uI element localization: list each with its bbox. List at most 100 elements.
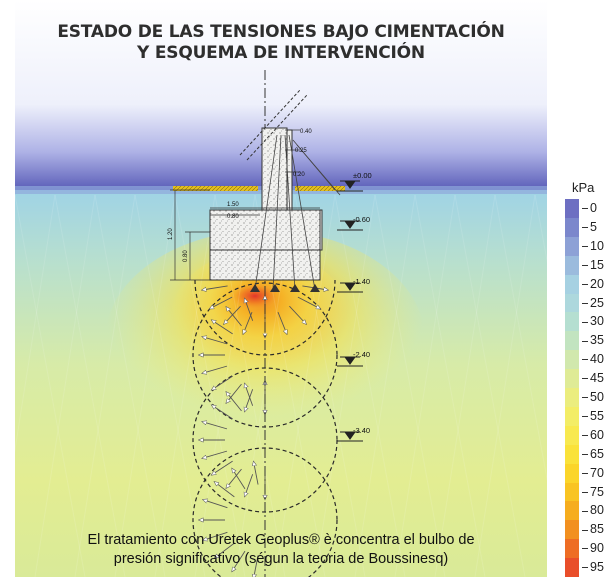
legend-label: 15 xyxy=(582,258,604,272)
soil-strip-left xyxy=(173,186,258,191)
pressure-arrow xyxy=(289,305,306,324)
legend-swatch xyxy=(565,331,579,351)
dimension-lines xyxy=(170,129,320,281)
pressure-arrow xyxy=(232,550,246,571)
pressure-arrow xyxy=(226,307,242,327)
pressure-arrow xyxy=(214,482,235,498)
level-label-3: -2.40 xyxy=(353,350,370,359)
pressure-arrow xyxy=(245,299,254,321)
legend-label: 10 xyxy=(582,239,604,253)
legend-label: 80 xyxy=(582,503,604,517)
legend-swatch xyxy=(565,425,579,446)
level-marker-4 xyxy=(337,431,363,442)
legend-swatch xyxy=(565,255,579,276)
legend-swatch xyxy=(565,444,579,465)
legend-label: 65 xyxy=(582,447,604,461)
dim-wall-mid: 0.25 xyxy=(295,148,307,154)
legend-unit: kPa xyxy=(572,180,595,195)
stress-diagram-panel: ±0.00 -0.60 -1.40 -2.40 -3.40 0.40 0.25 … xyxy=(15,0,547,577)
legend-label: 35 xyxy=(582,333,604,347)
pressure-arrow xyxy=(203,531,228,540)
pressure-arrow xyxy=(245,474,254,496)
legend-swatch xyxy=(565,501,579,521)
pressure-hotspot xyxy=(229,282,281,310)
legend-swatch xyxy=(565,199,579,219)
legend-label: 30 xyxy=(582,314,604,328)
legend-swatch xyxy=(565,236,579,257)
diagram-title: ESTADO DE LAS TENSIONES BAJO CIMENTACIÓN… xyxy=(15,22,547,64)
level-marker-0 xyxy=(337,180,363,192)
dim-step-width: 0.80 xyxy=(227,214,239,220)
legend-label: 90 xyxy=(582,541,604,555)
dim-total-height: 1.20 xyxy=(168,228,174,240)
injection-points xyxy=(250,284,320,292)
level-markers xyxy=(337,180,363,442)
legend-swatch xyxy=(565,406,579,427)
level-marker-2 xyxy=(337,282,363,293)
level-marker-1 xyxy=(337,220,363,231)
legend-swatch xyxy=(565,369,579,389)
legend-label: 45 xyxy=(582,371,604,385)
pressure-arrow xyxy=(297,296,321,309)
pressure-arrow xyxy=(203,500,228,509)
legend-label: 85 xyxy=(582,522,604,536)
level-label-2: -1.40 xyxy=(353,277,370,286)
pressure-arrow xyxy=(202,337,228,345)
pressure-arrow xyxy=(212,405,233,420)
legend-swatch xyxy=(565,350,579,370)
title-line-2: Y ESQUEMA DE INTERVENCIÓN xyxy=(137,43,425,63)
legend-label: 50 xyxy=(582,390,604,404)
title-line-1: ESTADO DE LAS TENSIONES BAJO CIMENTACIÓN xyxy=(57,22,505,42)
caption-line-1: El tratamiento con Uretek Geoplus® è con… xyxy=(87,532,475,548)
legend-label: 20 xyxy=(582,277,604,291)
pressure-arrow xyxy=(232,469,246,490)
pressure-arrow xyxy=(245,384,254,406)
pressure-arrow xyxy=(212,320,233,335)
level-label-4: -3.40 xyxy=(353,426,370,435)
pressure-arrow xyxy=(202,365,228,373)
pressure-arrow xyxy=(212,375,233,390)
dim-footing-height: 0.80 xyxy=(183,250,189,262)
dim-wall-top: 0.40 xyxy=(300,129,312,135)
legend-swatch xyxy=(565,539,579,559)
injection-lines xyxy=(254,134,341,291)
pressure-arrow xyxy=(214,542,235,558)
stress-diagram: ±0.00 -0.60 -1.40 -2.40 -3.40 0.40 0.25 … xyxy=(15,0,547,577)
pressure-arrow xyxy=(254,462,259,485)
legend-label: 60 xyxy=(582,428,604,442)
legend-swatch xyxy=(565,217,579,238)
legend-swatch xyxy=(565,312,579,332)
pressure-arrow xyxy=(202,450,228,458)
level-label-0: ±0.00 xyxy=(353,171,372,180)
legend-swatch xyxy=(565,558,579,577)
caption-line-2: presión significativo (ségun la teoria d… xyxy=(113,551,449,567)
pressure-arrow xyxy=(245,389,254,411)
legend-swatch xyxy=(565,388,579,408)
legend-label: 70 xyxy=(582,466,604,480)
level-label-1: -0.60 xyxy=(353,215,370,224)
level-marker-3 xyxy=(337,356,363,367)
pressure-arrow xyxy=(226,392,242,412)
pressure-arrow xyxy=(226,383,242,403)
pressure-arrow xyxy=(224,305,241,324)
legend-swatch xyxy=(565,274,579,294)
legend-label: 55 xyxy=(582,409,604,423)
legend-label: 5 xyxy=(582,220,597,234)
footing-base xyxy=(209,249,321,281)
legend-label: 95 xyxy=(582,560,604,574)
legend-label: 0 xyxy=(582,201,597,215)
pressure-arrow xyxy=(202,285,228,290)
legend-label: 25 xyxy=(582,296,604,310)
legend-swatch xyxy=(565,482,579,502)
pressure-arrow xyxy=(254,555,259,577)
pressure-arrow xyxy=(226,468,242,488)
pressure-arrow xyxy=(202,422,228,430)
legend-label: 40 xyxy=(582,352,604,366)
dim-footing-width: 1.50 xyxy=(227,202,239,208)
legend-swatch xyxy=(565,293,579,313)
pressure-arrow xyxy=(277,311,287,334)
dim-wall-low: 0.20 xyxy=(293,172,305,178)
legend-swatch xyxy=(565,463,579,483)
legend-label: 75 xyxy=(582,485,604,499)
pressure-arrow xyxy=(212,460,233,475)
